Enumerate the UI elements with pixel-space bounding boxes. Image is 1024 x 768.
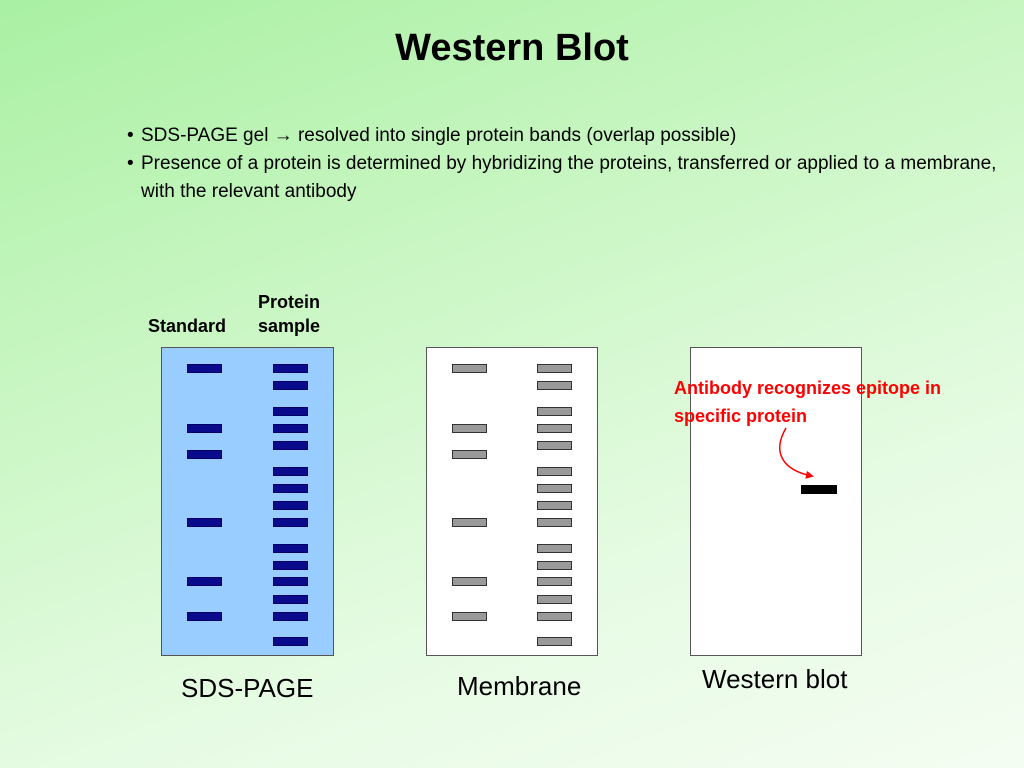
gel-sample-band xyxy=(273,441,308,450)
gel-sample-band xyxy=(273,484,308,493)
membrane-standard-band xyxy=(452,612,487,621)
gel-standard-band xyxy=(187,450,222,459)
membrane-sample-band xyxy=(537,424,572,433)
membrane-sample-band xyxy=(537,544,572,553)
membrane-standard-band xyxy=(452,364,487,373)
gel-sample-band xyxy=(273,637,308,646)
gel-sample-band xyxy=(273,501,308,510)
membrane-standard-band xyxy=(452,518,487,527)
gel-sample-band xyxy=(273,407,308,416)
membrane-sample-band xyxy=(537,407,572,416)
gel-standard-band xyxy=(187,612,222,621)
detected-protein-band xyxy=(801,485,837,494)
bullet-symbol: • xyxy=(127,153,134,174)
antibody-annotation-line2: specific protein xyxy=(674,406,808,426)
membrane-sample-band xyxy=(537,577,572,586)
membrane-sample-band xyxy=(537,441,572,450)
membrane-sample-band xyxy=(537,364,572,373)
sds-page-caption: SDS-PAGE xyxy=(181,673,314,703)
bullet-list: • SDS-PAGE gel → resolved into single pro… xyxy=(127,122,1007,206)
protein-sample-lane-label: Protein sample xyxy=(258,292,321,336)
membrane-standard-band xyxy=(452,424,487,433)
membrane-sample-band xyxy=(537,467,572,476)
membrane-standard-band xyxy=(452,577,487,586)
standard-lane-label: Standard xyxy=(148,316,227,336)
bullet-item: • SDS-PAGE gel → resolved into single pro… xyxy=(127,122,1007,150)
bullet-text: Presence of a protein is determined by h… xyxy=(141,153,997,202)
antibody-annotation-line1: Antibody recognizes epitope in xyxy=(674,378,942,398)
western-blot-panel xyxy=(690,347,862,656)
gel-sample-band xyxy=(273,518,308,527)
membrane-sample-band xyxy=(537,381,572,390)
gel-sample-band xyxy=(273,544,308,553)
bullet-item: • Presence of a protein is determined by … xyxy=(127,150,1007,206)
membrane-sample-band xyxy=(537,595,572,604)
membrane-sample-band xyxy=(537,484,572,493)
gel-sample-band xyxy=(273,577,308,586)
gel-sample-band xyxy=(273,612,308,621)
gel-sample-band xyxy=(273,595,308,604)
gel-standard-band xyxy=(187,364,222,373)
sds-page-gel xyxy=(161,347,334,656)
membrane-sample-band xyxy=(537,518,572,527)
gel-standard-band xyxy=(187,577,222,586)
slide-title: Western Blot xyxy=(395,27,629,69)
membrane-standard-band xyxy=(452,450,487,459)
membrane-panel xyxy=(426,347,598,656)
gel-sample-band xyxy=(273,561,308,570)
membrane-sample-band xyxy=(537,637,572,646)
gel-sample-band xyxy=(273,424,308,433)
membrane-caption: Membrane xyxy=(457,671,582,701)
antibody-annotation: Antibody recognizes epitope in specific … xyxy=(674,374,1024,430)
bullet-symbol: • xyxy=(127,125,134,146)
membrane-sample-band xyxy=(537,561,572,570)
gel-sample-band xyxy=(273,364,308,373)
western-blot-caption: Western blot xyxy=(702,664,848,694)
bullet-text: SDS-PAGE gel → resolved into single prot… xyxy=(141,125,737,146)
gel-sample-band xyxy=(273,381,308,390)
gel-sample-band xyxy=(273,467,308,476)
gel-standard-band xyxy=(187,424,222,433)
membrane-sample-band xyxy=(537,501,572,510)
membrane-sample-band xyxy=(537,612,572,621)
gel-standard-band xyxy=(187,518,222,527)
